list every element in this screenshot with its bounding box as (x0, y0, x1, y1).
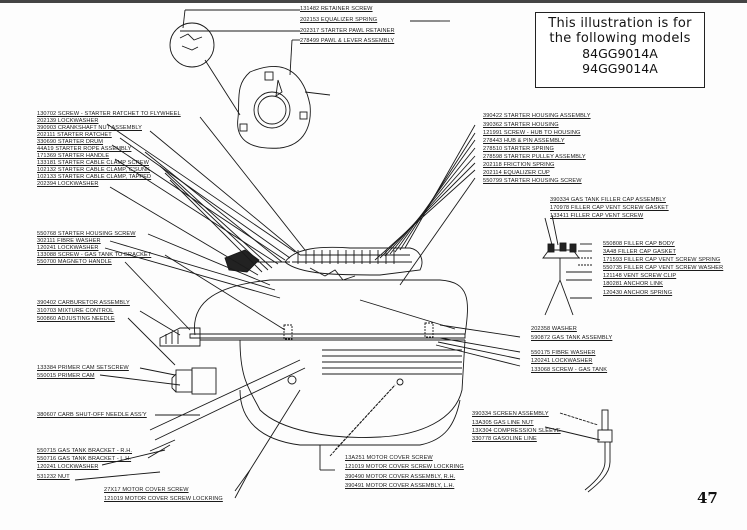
part-label: 170978 FILLER CAP VENT SCREW GASKET (550, 205, 669, 211)
part-label: 390422 STARTER HOUSING ASSEMBLY (483, 113, 591, 119)
part-label: 390334 SCREEN ASSEMBLY (472, 411, 549, 417)
part-label: 133088 SCREW - GAS TANK TO BRACKET (37, 252, 152, 258)
model-number: 94GG9014A (582, 61, 658, 76)
part-label: 120241 LOCKWASHER (531, 358, 593, 364)
part-label: 121148 VENT SCREW CLIP (603, 273, 677, 279)
part-label: 130702 SCREW - STARTER RATCHET TO FLYWHE… (37, 111, 181, 117)
pawl-detail-circle (169, 22, 241, 116)
part-label: 202358 WASHER (531, 326, 577, 332)
part-label: 133068 SCREW - GAS TANK (531, 367, 608, 373)
part-label: 120430 ANCHOR SPRING (603, 290, 673, 296)
part-label: 202139 LOCKWASHER (37, 118, 99, 124)
gas-line-fitting (584, 409, 613, 493)
part-label: 390491 MOTOR COVER ASSEMBLY, L.H. (345, 483, 455, 489)
part-label: 202118 FRICTION SPRING (483, 162, 555, 168)
part-label: 390903 CRANKSHAFT NUT ASSEMBLY (37, 125, 142, 131)
part-label: 44A19 STARTER ROPE ASSEMBLY (37, 146, 132, 152)
part-label: 550700 MAGNETO HANDLE (37, 259, 112, 265)
part-label: 390334 GAS TANK FILLER CAP ASSEMBLY (550, 197, 666, 203)
right-leaders (319, 124, 601, 471)
models-box-line-1: This illustration is for (548, 16, 692, 31)
part-label: 278598 STARTER PULLEY ASSEMBLY (483, 154, 586, 160)
part-label: 550015 PRIMER CAM (37, 373, 95, 379)
part-label: 590872 GAS TANK ASSEMBLY (531, 335, 613, 341)
filler-cap (542, 214, 580, 316)
page-number: 47 (697, 489, 718, 507)
top-border (0, 0, 747, 3)
starter-ratchet-plate (237, 66, 311, 149)
part-label: 202111 STARTER RATCHET (37, 132, 112, 138)
part-label: 202394 LOCKWASHER (37, 181, 99, 187)
carburetor (149, 327, 306, 441)
part-label: 13A305 GAS LINE NUT (472, 420, 534, 426)
part-label: 550768 STARTER HOUSING SCREW (37, 231, 136, 237)
part-label: 13X304 COMPRESSION SLEEVE (472, 428, 561, 434)
part-label: 131482 RETAINER SCREW (300, 6, 373, 12)
part-label: 310703 MIXTURE CONTROL (37, 308, 114, 314)
part-label: 171369 STARTER HANDLE (37, 153, 110, 159)
part-label: 121019 MOTOR COVER SCREW LOCKRING (345, 464, 464, 470)
part-label: 133181 STARTER CABLE CLAMP SCREW (37, 160, 150, 166)
part-label: 202153 EQUALIZER SPRING (300, 17, 378, 23)
part-label: 278443 HUB & PIN ASSEMBLY (483, 138, 565, 144)
part-label: 531232 NUT (37, 474, 70, 480)
top-leaders (180, 9, 450, 96)
part-label: 390362 STARTER HOUSING (483, 122, 559, 128)
left-leaders (74, 116, 306, 499)
starter-assembly (224, 246, 423, 281)
part-label: 102132 STARTER CABLE CLAMP, C'SUNK (37, 167, 150, 173)
part-label: 278510 STARTER SPRING (483, 146, 554, 152)
part-label: 133411 FILLER CAP VENT SCREW (550, 213, 644, 219)
part-label: 102133 STARTER CABLE CLAMP, TAPPED (37, 174, 152, 180)
part-label: 120241 LOCKWASHER (37, 464, 99, 470)
part-label: 390402 CARBURETOR ASSEMBLY (37, 300, 130, 306)
part-label: 120241 LOCKWASHER (37, 245, 99, 251)
model-number: 84GG9014A (582, 46, 658, 61)
part-label: 330690 STARTER DRUM (37, 139, 104, 145)
part-label: 550175 FIBRE WASHER (531, 350, 596, 356)
part-label: 500860 ADJUSTING NEEDLE (37, 316, 115, 322)
part-label: 180281 ANCHOR LINK (603, 281, 663, 287)
models-box-line-2: the following models (549, 31, 691, 46)
part-label: 302111 FIBRE WASHER (37, 238, 101, 244)
part-label: 202114 EQUALIZER CUP (483, 170, 550, 176)
part-label: 278499 PAWL & LEVER ASSEMBLY (300, 38, 395, 44)
part-label: 121991 SCREW - HUB TO HOUSING (483, 130, 581, 136)
part-label: 121019 MOTOR COVER SCREW LOCKRING (104, 496, 223, 502)
part-label: 330778 GASOLINE LINE (472, 436, 537, 442)
models-info-box: This illustration is for the following m… (535, 12, 705, 88)
part-label: 27X17 MOTOR COVER SCREW (104, 487, 189, 493)
part-label: 550799 STARTER HOUSING SCREW (483, 178, 582, 184)
part-label: 202317 STARTER PAWL RETAINER (300, 28, 395, 34)
part-label: 550735 FILLER CAP VENT SCREW WASHER (603, 265, 724, 271)
part-label: 550716 GAS TANK BRACKET - L.H. (37, 456, 132, 462)
part-label: 13A251 MOTOR COVER SCREW (345, 455, 433, 461)
part-label: 133384 PRIMER CAM SETSCREW (37, 365, 129, 371)
part-label: 390490 MOTOR COVER ASSEMBLY, R.H. (345, 474, 456, 480)
gas-tank (189, 279, 468, 446)
part-label: 380607 CARB SHUT-OFF NEEDLE ASS'Y (37, 412, 147, 418)
part-label: 550808 FILLER CAP BODY (603, 241, 675, 247)
part-label: 550715 GAS TANK BRACKET - R.H. (37, 448, 133, 454)
part-label: 171593 FILLER CAP VENT SCREW SPRING (603, 257, 721, 263)
part-label: 3A48 FILLER CAP GASKET (603, 249, 676, 255)
